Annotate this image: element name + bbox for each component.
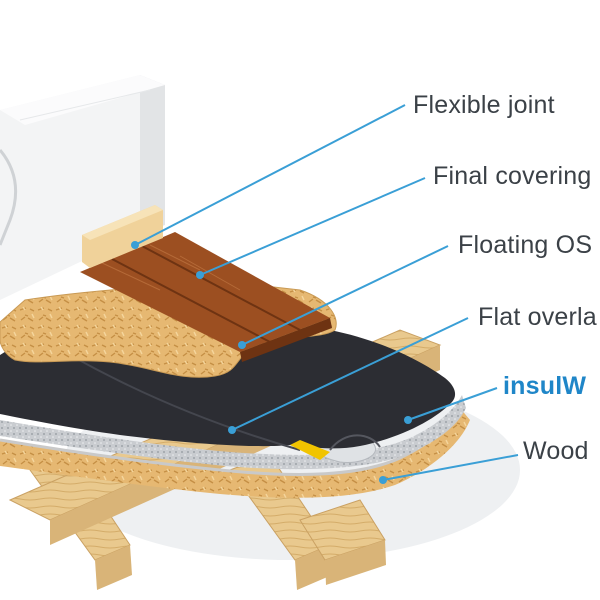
label-final-covering: Final covering [433,162,592,190]
flexible-joint-strip [82,205,163,268]
label-insulwood: insulW [503,372,587,400]
parquet-final-covering [80,232,332,362]
label-floating-osb: Floating OS [458,231,593,259]
leader-lines [131,104,519,484]
label-wood: Wood [523,437,589,465]
wall [0,75,165,300]
label-flexible-joint: Flexible joint [413,91,555,119]
label-flat-overlay: Flat overla [478,303,597,331]
